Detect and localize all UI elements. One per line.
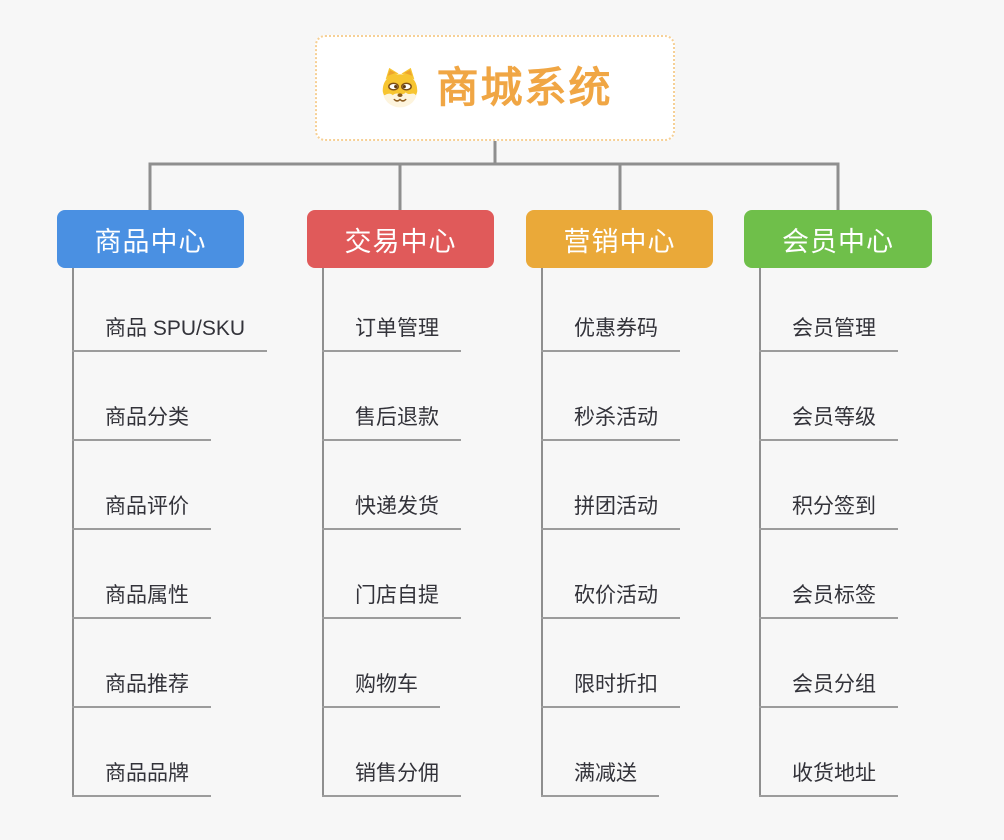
branch-trunk-line <box>72 268 74 797</box>
child-topic[interactable]: 拼团活动 <box>541 441 680 530</box>
child-topic[interactable]: 优惠券码 <box>541 268 680 352</box>
child-topic[interactable]: 限时折扣 <box>541 619 680 708</box>
child-topic[interactable]: 门店自提 <box>322 530 461 619</box>
branch-trunk-line <box>759 268 761 797</box>
branch-node-member-center[interactable]: 会员中心 <box>744 210 932 268</box>
branch-node-trade-center[interactable]: 交易中心 <box>307 210 494 268</box>
child-topic[interactable]: 商品分类 <box>72 352 267 441</box>
branch-trunk-line <box>322 268 324 797</box>
child-topic[interactable]: 销售分佣 <box>322 708 461 797</box>
child-topic[interactable]: 秒杀活动 <box>541 352 680 441</box>
branch-children: 优惠券码 秒杀活动 拼团活动 砍价活动 限时折扣 满减送 <box>541 268 680 797</box>
branch-node-product-center[interactable]: 商品中心 <box>57 210 244 268</box>
child-topic[interactable]: 快递发货 <box>322 441 461 530</box>
child-topic[interactable]: 积分签到 <box>759 441 898 530</box>
branch-connector-outline <box>148 162 840 210</box>
child-topic[interactable]: 商品 SPU/SKU <box>72 268 268 352</box>
branch-product-center: 商品中心 商品 SPU/SKU 商品分类 商品评价 商品属性 商品推荐 商品品牌 <box>57 210 268 820</box>
child-topic[interactable]: 会员等级 <box>759 352 898 441</box>
child-topic[interactable]: 会员管理 <box>759 268 898 352</box>
child-topic[interactable]: 商品属性 <box>72 530 267 619</box>
branch-children: 商品 SPU/SKU 商品分类 商品评价 商品属性 商品推荐 商品品牌 <box>72 268 268 797</box>
child-topic[interactable]: 购物车 <box>322 619 461 708</box>
branch-member-center: 会员中心 会员管理 会员等级 积分签到 会员标签 会员分组 收货地址 <box>744 210 932 820</box>
child-topic[interactable]: 订单管理 <box>322 268 461 352</box>
branch-trunk-line <box>541 268 543 797</box>
child-topic[interactable]: 会员分组 <box>759 619 898 708</box>
child-topic[interactable]: 商品评价 <box>72 441 267 530</box>
child-topic[interactable]: 收货地址 <box>759 708 898 797</box>
child-topic[interactable]: 会员标签 <box>759 530 898 619</box>
branch-marketing-center: 营销中心 优惠券码 秒杀活动 拼团活动 砍价活动 限时折扣 满减送 <box>526 210 713 820</box>
child-topic[interactable]: 满减送 <box>541 708 680 797</box>
branch-children: 订单管理 售后退款 快递发货 门店自提 购物车 销售分佣 <box>322 268 461 797</box>
root-node[interactable]: 商城系统 <box>315 35 675 141</box>
child-topic[interactable]: 商品品牌 <box>72 708 267 797</box>
branch-children: 会员管理 会员等级 积分签到 会员标签 会员分组 收货地址 <box>759 268 898 797</box>
child-topic[interactable]: 商品推荐 <box>72 619 267 708</box>
branch-trade-center: 交易中心 订单管理 售后退款 快递发货 门店自提 购物车 销售分佣 <box>307 210 494 820</box>
child-topic[interactable]: 售后退款 <box>322 352 461 441</box>
root-title: 商城系统 <box>436 64 613 111</box>
dog-face-icon <box>377 60 423 116</box>
child-topic[interactable]: 砍价活动 <box>541 530 680 619</box>
branch-node-marketing-center[interactable]: 营销中心 <box>526 210 713 268</box>
